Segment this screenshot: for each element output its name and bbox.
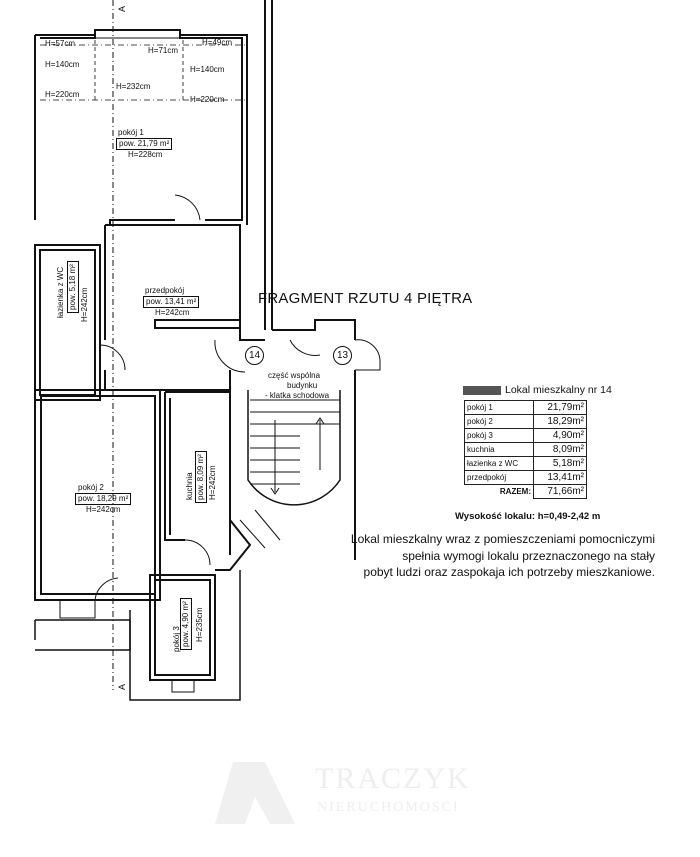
room-height: H=242cm — [208, 465, 217, 500]
height-label: H=220cm — [190, 95, 225, 104]
room-name: pokój 1 — [118, 128, 144, 137]
note-line: pobyt ludzi oraz zaspokaja ich potrzeby … — [363, 565, 655, 579]
section-marker-top: A — [117, 5, 127, 12]
unit-height: Wysokość lokalu: h=0,49-2,42 m — [455, 511, 601, 522]
room-area: pow. 4,90 m² — [180, 598, 192, 650]
stair-walls — [229, 319, 356, 560]
watermark-sub: NIERUCHOMOSCI — [317, 800, 460, 815]
row-label: pokój 1 — [464, 400, 534, 415]
unit-number-14: 14 — [245, 346, 264, 365]
height-label: H=71cm — [148, 46, 179, 55]
redacted-swatch — [463, 385, 501, 395]
stair-steps — [239, 399, 340, 549]
section-marker-bottom: A — [117, 683, 127, 690]
height-label: H=140cm — [190, 65, 225, 74]
common-area-label: część wspólna — [268, 371, 321, 380]
row-value: 21,79m² — [533, 400, 587, 415]
summary-heading-text: Lokal mieszkalny nr 14 — [505, 384, 612, 396]
staircase — [247, 390, 341, 506]
row-label: kuchnia — [464, 442, 534, 457]
total-label: RAZEM: — [499, 487, 531, 497]
row-label: pokój 2 — [464, 414, 534, 429]
window — [94, 29, 181, 39]
room-area: pow. 8,09 m² — [195, 451, 207, 503]
height-label: H=232cm — [116, 82, 151, 91]
note-line: spełnia wymogi lokalu przeznaczonego na … — [402, 548, 655, 563]
door-swing — [174, 194, 201, 221]
height-label: H=220cm — [45, 90, 80, 99]
row-value: 5,18m² — [533, 456, 587, 471]
row-value: 18,29m² — [533, 414, 587, 429]
total-row: RAZEM:71,66m² — [465, 484, 587, 499]
height-label: H=57cm — [45, 39, 76, 48]
row-label: pokój 3 — [464, 428, 534, 443]
summary-heading: Lokal mieszkalny nr 14 — [463, 384, 612, 396]
unit-number-13: 13 — [333, 346, 352, 365]
room-height: H=242cm — [80, 287, 89, 322]
height-label: H=140cm — [45, 60, 80, 69]
common-area-label: - klatka schodowa — [265, 391, 330, 400]
common-area-label: budynku — [287, 381, 318, 390]
room-area: pow. 21,79 m² — [116, 138, 173, 150]
watermark-brand: TRACZYK — [315, 762, 471, 795]
building-wall — [264, 0, 273, 330]
room-height: H=228cm — [128, 150, 163, 159]
note-line: Lokal mieszkalny wraz z pomieszczeniami … — [350, 532, 655, 546]
plan-title: FRAGMENT RZUTU 4 PIĘTRA — [258, 290, 473, 307]
room-name: przedpokój — [145, 286, 185, 295]
room-area: pow. 5,18 m² — [67, 261, 79, 313]
row-value: 13,41m² — [533, 470, 587, 485]
compliance-note: Lokal mieszkalny wraz z pomieszczeniami … — [351, 531, 655, 581]
row-label: łazienka z WC — [464, 456, 534, 471]
room-kuchnia-walls — [164, 391, 252, 571]
room-name: kuchnia — [185, 472, 194, 500]
room-name: pokój 2 — [78, 483, 104, 492]
watermark-logo-icon — [215, 762, 295, 824]
room-height: H=235cm — [195, 607, 204, 642]
room-area: pow. 18,29 m² — [75, 493, 132, 505]
room-area: pow. 13,41 m² — [143, 296, 200, 308]
height-label: H=49cm — [202, 38, 233, 47]
room-height: H=242cm — [86, 505, 121, 514]
room-pokoj3-walls — [149, 574, 216, 681]
total-value: 71,66m² — [533, 484, 587, 499]
row-value: 4,90m² — [533, 428, 587, 443]
row-value: 8,09m² — [533, 442, 587, 457]
room-height: H=242cm — [155, 308, 190, 317]
row-label: przedpokój — [464, 470, 534, 485]
room-name: łazienka z WC — [56, 266, 65, 318]
